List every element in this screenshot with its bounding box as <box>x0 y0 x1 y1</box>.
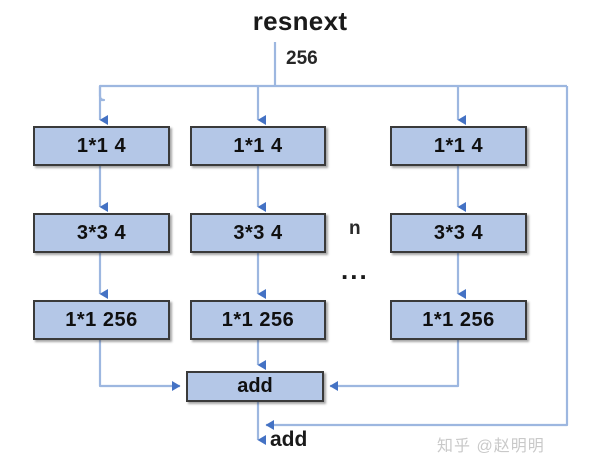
block-branch1-conv1[interactable]: 1*1 4 <box>33 126 170 166</box>
block-branch2-conv2[interactable]: 3*3 4 <box>190 213 326 253</box>
trunk-channel-label: 256 <box>286 48 318 69</box>
block-branch1-conv2[interactable]: 3*3 4 <box>33 213 170 253</box>
block-branchn-conv2[interactable]: 3*3 4 <box>390 213 527 253</box>
add-node[interactable]: add <box>186 371 324 402</box>
ellipsis-label: ... <box>341 255 369 285</box>
cardinality-label: n <box>349 218 361 239</box>
block-branch2-conv3[interactable]: 1*1 256 <box>190 300 326 340</box>
wire-col3-to-add <box>329 340 460 391</box>
block-branch1-conv3[interactable]: 1*1 256 <box>33 300 170 340</box>
block-branchn-conv1[interactable]: 1*1 4 <box>390 126 527 166</box>
block-branchn-conv3[interactable]: 1*1 256 <box>390 300 527 340</box>
wire-skip-connection <box>265 86 569 430</box>
block-branch2-conv1[interactable]: 1*1 4 <box>190 126 326 166</box>
output-add-label: add <box>270 428 308 451</box>
wire-col1-to-add <box>98 340 181 391</box>
watermark: 知乎 @赵明明 <box>437 438 545 455</box>
page-title: resnext <box>252 6 348 36</box>
